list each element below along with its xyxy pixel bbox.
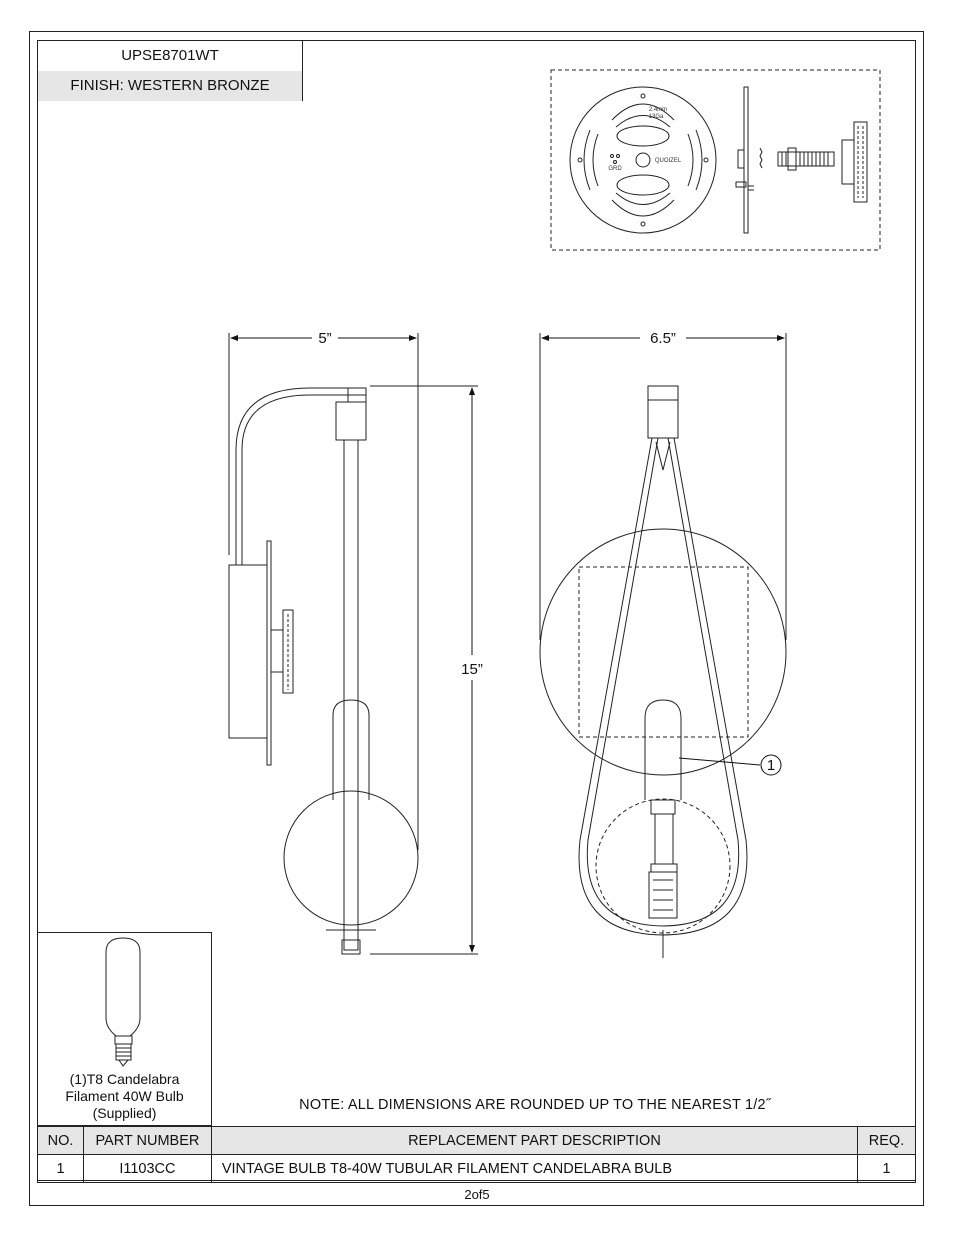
mounting-screw-icon (777, 147, 835, 171)
bulb-caption-line-2: Filament 40W Bulb (65, 1088, 184, 1104)
plate-brand: QUOIZEL (655, 158, 682, 164)
header-req: REQ. (857, 1126, 916, 1155)
outer-frame (29, 31, 924, 1206)
side-width-label: 5” (318, 330, 331, 347)
row-req: 1 (857, 1154, 916, 1183)
plate-gauge: 13Ga (649, 114, 664, 120)
mounting-detail: 2.4mm 13Ga QUOIZEL GRD (550, 69, 881, 251)
ground-label: GRD (608, 166, 622, 172)
page-number: 2of5 (464, 1187, 490, 1202)
row-part-number: I1103CC (82, 1154, 212, 1183)
plate-side-view (735, 86, 763, 234)
bulb-caption-line-3: (Supplied) (92, 1105, 157, 1121)
parts-table: NO. PART NUMBER REPLACEMENT PART DESCRIP… (37, 1126, 916, 1183)
header-description: REPLACEMENT PART DESCRIPTION (210, 1126, 859, 1155)
title-block: UPSE8701WT FINISH: WESTERN BRONZE (37, 40, 303, 101)
header-part-number: PART NUMBER (82, 1126, 212, 1155)
parts-table-header: NO. PART NUMBER REPLACEMENT PART DESCRIP… (37, 1126, 916, 1155)
front-width-dimension: 6.5” (539, 330, 787, 640)
header-no: NO. (37, 1126, 84, 1155)
mounting-plate-icon (569, 86, 717, 234)
part-callout: 1 (678, 754, 782, 776)
plate-thickness-mm: 2.4mm (649, 107, 667, 113)
side-width-dimension: 5” (228, 330, 419, 850)
height-label: 15” (461, 661, 483, 678)
bulb-caption-line-1: (1)T8 Candelabra (69, 1071, 180, 1087)
bulb-caption: (1)T8 Candelabra Filament 40W Bulb (Supp… (38, 1071, 211, 1122)
backplate-part-icon (841, 121, 868, 203)
table-row: 1 I1103CC VINTAGE BULB T8-40W TUBULAR FI… (37, 1154, 916, 1183)
height-dimension: 15” (370, 385, 483, 955)
row-no: 1 (37, 1154, 84, 1183)
finish-label: FINISH: WESTERN BRONZE (38, 71, 302, 101)
bulb-icon (105, 937, 141, 1067)
row-description: VINTAGE BULB T8-40W TUBULAR FILAMENT CAN… (210, 1154, 859, 1183)
detail-dashed-frame (550, 69, 881, 251)
dimension-note: NOTE: ALL DIMENSIONS ARE ROUNDED UP TO T… (299, 1097, 771, 1113)
side-view (228, 387, 419, 955)
bulb-info-box: (1)T8 Candelabra Filament 40W Bulb (Supp… (37, 932, 212, 1126)
front-width-label: 6.5” (650, 330, 676, 347)
callout-number: 1 (767, 757, 775, 774)
front-view (539, 385, 787, 958)
